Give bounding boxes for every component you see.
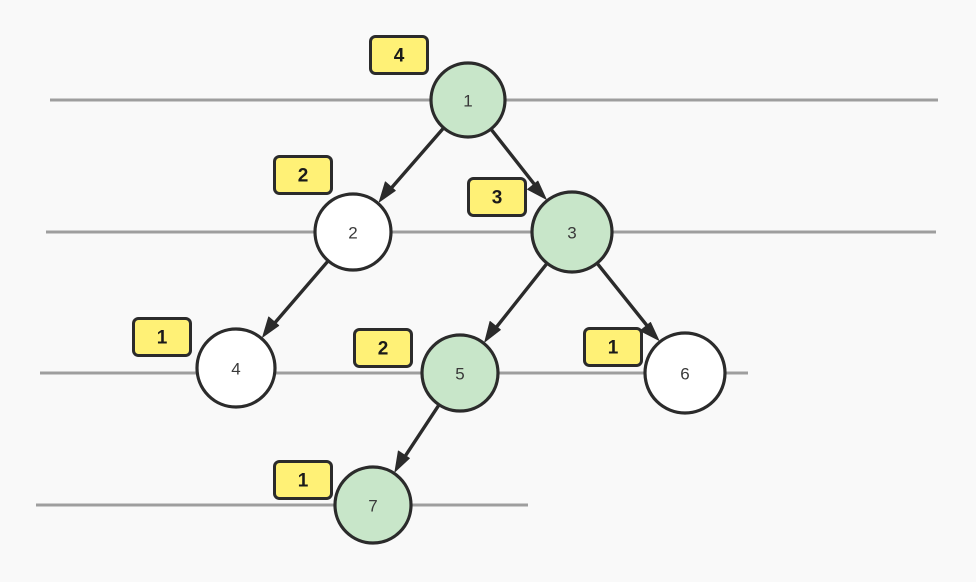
tree-node-3[interactable]: 3	[530, 190, 614, 274]
subtree-size-badge-3: 3	[467, 177, 527, 217]
arrowhead-5-to-7	[394, 450, 410, 473]
badge-rect-4	[132, 317, 192, 357]
arrowhead-3-to-6	[639, 321, 660, 341]
tree-node-6[interactable]: 6	[643, 331, 727, 415]
edge-1-to-2	[387, 126, 445, 192]
node-label-3: 3	[567, 224, 576, 243]
tree-node-7[interactable]: 7	[333, 465, 413, 545]
subtree-size-badge-5: 2	[353, 328, 413, 368]
node-circle-3[interactable]	[530, 190, 614, 274]
node-label-7: 7	[368, 497, 377, 516]
edge-5-to-7	[401, 403, 441, 461]
node-label-1: 1	[463, 92, 472, 111]
node-label-4: 4	[231, 360, 240, 379]
badge-label-1: 4	[394, 46, 405, 67]
subtree-size-badge-6: 1	[583, 327, 643, 367]
badge-label-5: 2	[378, 339, 389, 360]
badge-label-3: 3	[492, 188, 503, 209]
node-circle-1[interactable]	[429, 61, 507, 139]
badge-rect-6	[583, 327, 643, 367]
badge-label-6: 1	[608, 338, 619, 359]
subtree-size-badges-group: 4 2 3 1 2 1 1	[132, 35, 643, 500]
arrowhead-3-to-5	[484, 321, 501, 343]
arrowhead-1-to-3	[527, 180, 547, 200]
node-circle-4[interactable]	[195, 327, 277, 409]
badge-rect-1	[369, 35, 429, 75]
node-label-2: 2	[348, 224, 357, 243]
badge-rect-7	[273, 460, 333, 500]
node-circle-2[interactable]	[313, 192, 393, 272]
badge-label-7: 1	[298, 471, 309, 492]
arrowhead-2-to-4	[262, 316, 280, 338]
tree-node-1[interactable]: 1	[429, 61, 507, 139]
subtree-size-badge-2: 2	[273, 155, 333, 195]
node-circle-7[interactable]	[333, 465, 413, 545]
edge-1-to-3	[489, 128, 539, 189]
tree-node-4[interactable]: 4	[195, 327, 277, 409]
badge-rect-2	[273, 155, 333, 195]
node-circle-5[interactable]	[420, 333, 500, 413]
node-label-6: 6	[680, 365, 689, 384]
subtree-size-badge-4: 1	[132, 317, 192, 357]
arrowhead-1-to-2	[378, 181, 396, 203]
tree-node-5[interactable]: 5	[420, 333, 500, 413]
edge-3-to-6	[595, 262, 651, 330]
subtree-size-badge-1: 4	[369, 35, 429, 75]
badge-rect-3	[467, 177, 527, 217]
tree-nodes-group: 1 2 3 4 5 6 7	[195, 61, 727, 545]
badge-label-4: 1	[157, 328, 168, 349]
subtree-size-badge-7: 1	[273, 460, 333, 500]
badge-label-2: 2	[298, 166, 309, 187]
edge-3-to-5	[492, 262, 549, 332]
tree-node-2[interactable]: 2	[313, 192, 393, 272]
level-guideline-group	[36, 98, 938, 507]
node-label-5: 5	[455, 365, 464, 384]
tree-edges-group	[262, 126, 660, 473]
edge-2-to-4	[271, 259, 330, 327]
badge-rect-5	[353, 328, 413, 368]
node-circle-6[interactable]	[643, 331, 727, 415]
